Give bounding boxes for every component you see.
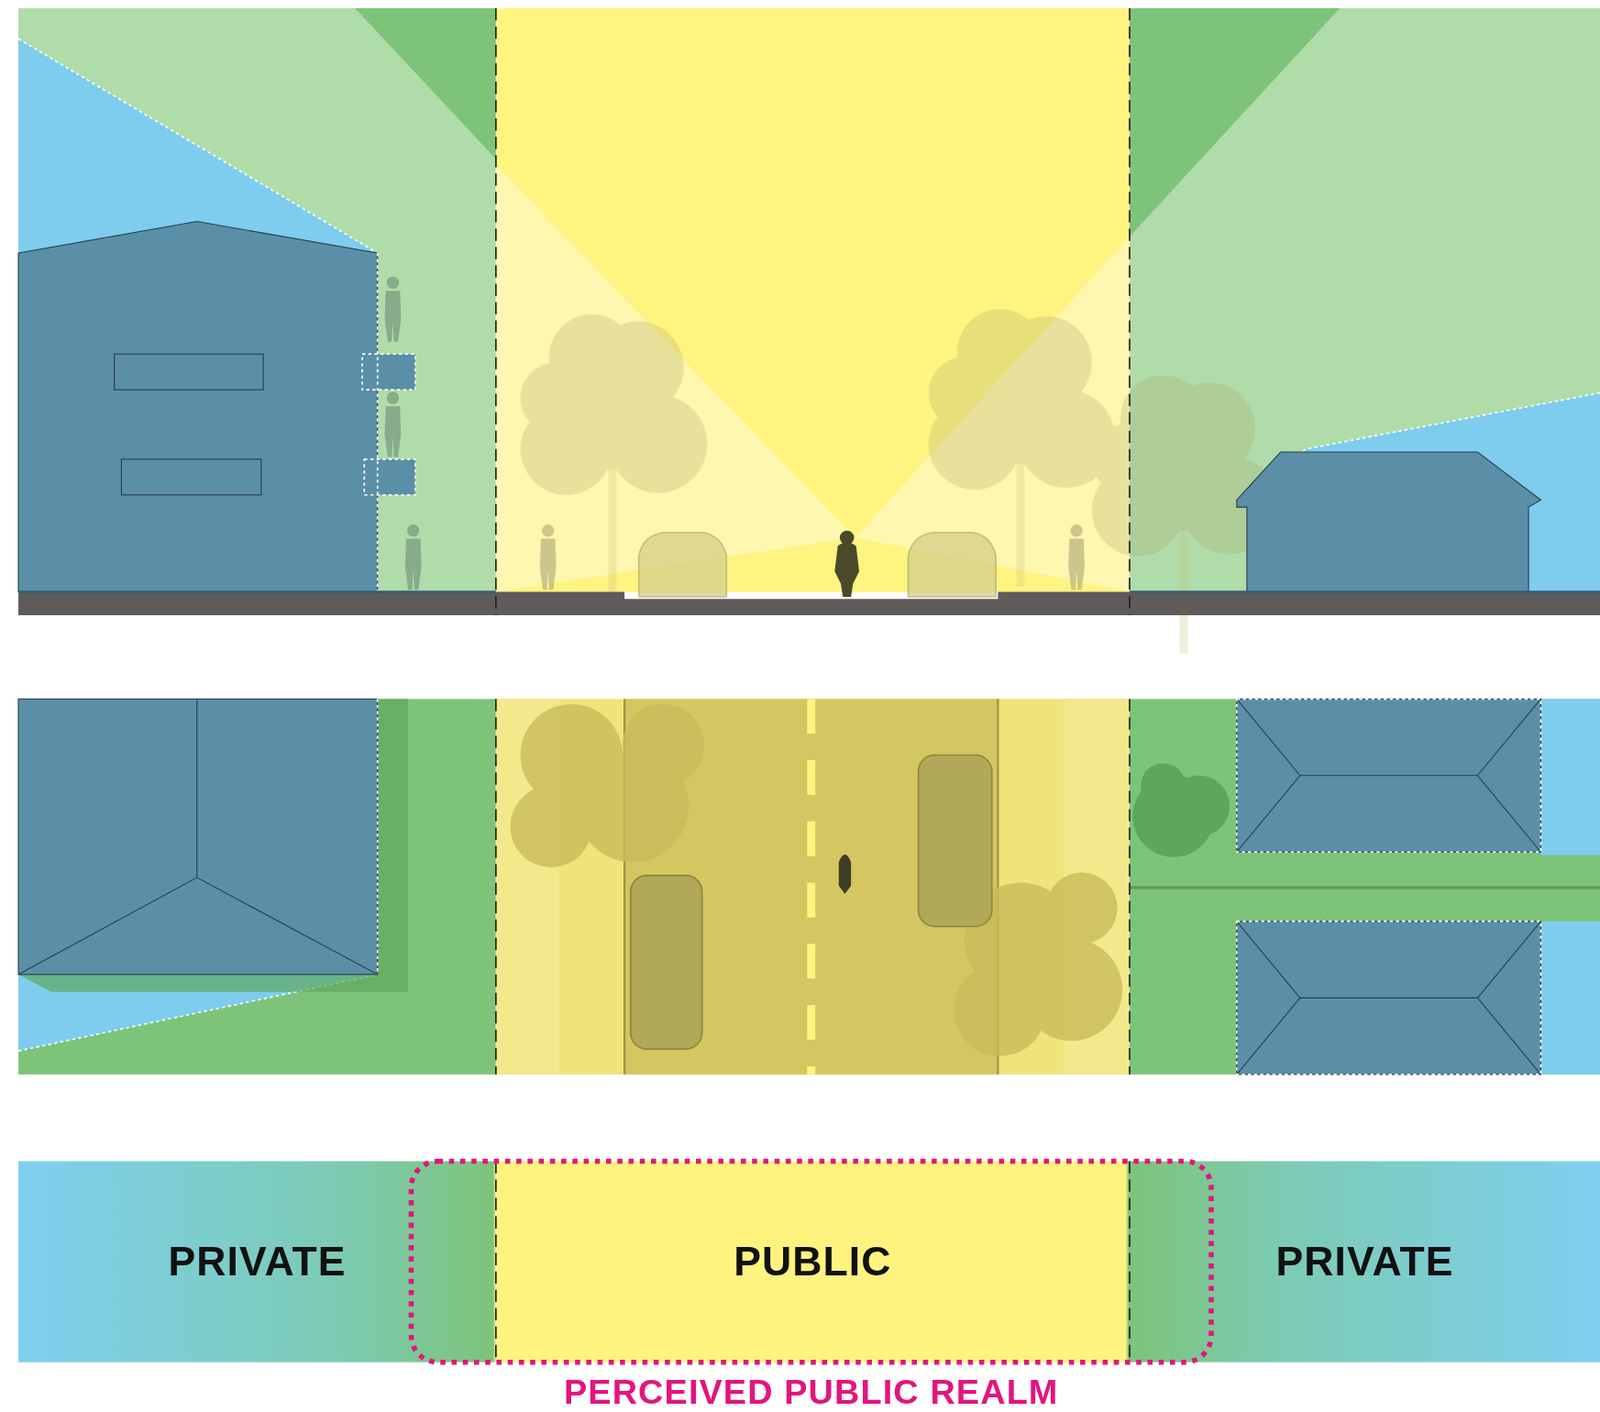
public-band: PUBLIC (496, 1160, 1130, 1362)
region-label: PERCEIVED PUBLIC REALM (410, 1372, 1211, 1412)
private-band: PRIVATE (1129, 1160, 1600, 1362)
band-label: PUBLIC (733, 1238, 892, 1285)
perceived-realm-outline: PERCEIVED PUBLIC REALM (410, 1160, 1211, 1362)
dotted-outline (410, 1160, 1211, 1362)
dotted-outline (410, 1160, 1211, 1362)
band-label: PRIVATE (167, 1238, 346, 1285)
private-band: PRIVATE (18, 1160, 497, 1362)
band-label: PRIVATE (1275, 1238, 1454, 1285)
